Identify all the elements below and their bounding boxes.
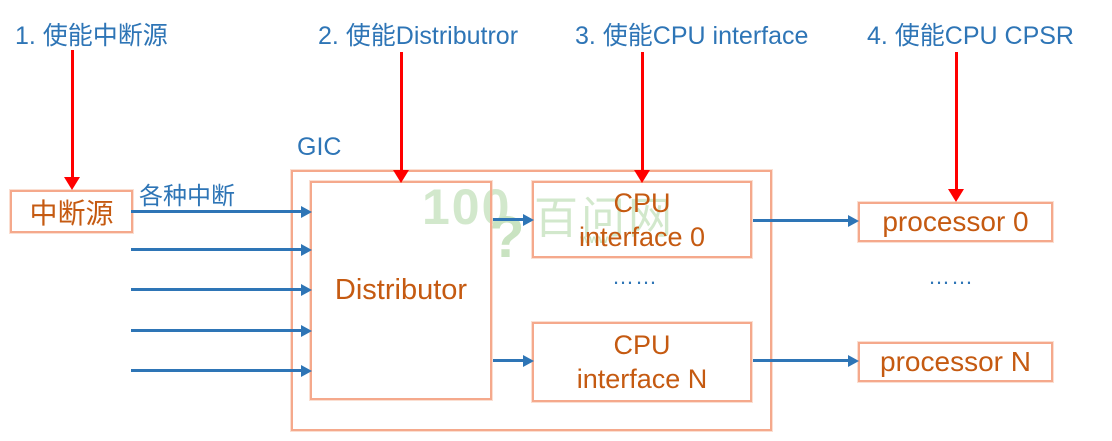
red-arrowhead-icon (948, 189, 964, 202)
cpu-interface-n-line2: interface N (576, 364, 708, 394)
cpuifn-to-processorn-arrow (753, 355, 859, 367)
cpu-interface-0-label: CPU interface 0 (579, 186, 705, 254)
interrupt-arrow-5 (131, 365, 312, 377)
interrupt-arrow-3 (131, 284, 312, 296)
watermark-site-name: 百问网 (534, 194, 675, 243)
cpu-interface-0-line2: interface 0 (578, 221, 706, 252)
cpu-interface-0-box: CPU interface 0 (532, 181, 752, 258)
interrupts-kinds-label: 各种中断 (139, 183, 235, 210)
blue-arrowhead-icon (301, 284, 312, 296)
blue-arrow-shaft (131, 248, 303, 251)
blue-arrow-shaft (131, 288, 303, 291)
gic-title: GIC (297, 133, 342, 161)
cpu-interface-n-box: CPU interface N (532, 322, 752, 402)
cpu-interface-ellipsis: …… (612, 264, 658, 289)
red-arrowhead-icon (393, 170, 409, 183)
blue-arrow-shaft (131, 210, 303, 213)
cpu-interface-0-line1: CPU (613, 187, 671, 218)
red-arrow-shaft (640, 52, 644, 170)
blue-arrow-shaft (493, 218, 525, 221)
cpu-interface-n-line1: CPU (613, 330, 671, 360)
blue-arrow-shaft (131, 369, 303, 372)
interrupt-arrow-1 (131, 206, 312, 218)
red-arrowhead-icon (64, 177, 80, 190)
blue-arrow-shaft (493, 359, 525, 362)
red-arrow-step4 (948, 52, 964, 202)
blue-arrow-shaft (753, 359, 850, 362)
blue-arrowhead-icon (523, 355, 534, 367)
processor-n-box: processor N (858, 342, 1053, 382)
processor-0-box: processor 0 (858, 202, 1053, 242)
red-arrow-step2 (393, 52, 409, 183)
distributor-to-cpuifn-arrow (493, 355, 534, 367)
cpuif0-to-processor0-arrow (753, 215, 859, 227)
watermark-small-text: www (580, 232, 609, 246)
step-label-2: 2. 使能Distributror (318, 22, 519, 50)
cpu-interface-n-label: CPU interface N (577, 328, 708, 396)
red-arrowhead-icon (634, 170, 650, 183)
blue-arrowhead-icon (301, 244, 312, 256)
blue-arrowhead-icon (301, 325, 312, 337)
step-label-3: 3. 使能CPU interface (575, 22, 809, 50)
interrupt-source-box: 中断源 (10, 190, 133, 233)
interrupt-arrow-4 (131, 325, 312, 337)
blue-arrow-shaft (131, 329, 303, 332)
blue-arrow-shaft (753, 219, 850, 222)
red-arrow-step3 (634, 52, 650, 183)
step-label-4: 4. 使能CPU CPSR (867, 22, 1074, 50)
blue-arrowhead-icon (848, 355, 859, 367)
blue-arrowhead-icon (523, 214, 534, 226)
blue-arrowhead-icon (301, 365, 312, 377)
distributor-to-cpuif0-arrow (493, 214, 534, 226)
watermark-number: 100 (422, 179, 512, 235)
watermark-question-mark: ? (489, 205, 525, 270)
red-arrow-shaft (954, 52, 958, 189)
step-label-1: 1. 使能中断源 (15, 22, 168, 50)
distributor-box: Distributor (310, 181, 492, 400)
red-arrow-shaft (70, 50, 74, 177)
red-arrow-step1 (64, 50, 80, 190)
blue-arrowhead-icon (848, 215, 859, 227)
red-arrow-shaft (399, 52, 403, 170)
interrupt-arrow-2 (131, 244, 312, 256)
processor-ellipsis: …… (928, 264, 974, 289)
gic-container-box (291, 170, 772, 431)
blue-arrowhead-icon (301, 206, 312, 218)
